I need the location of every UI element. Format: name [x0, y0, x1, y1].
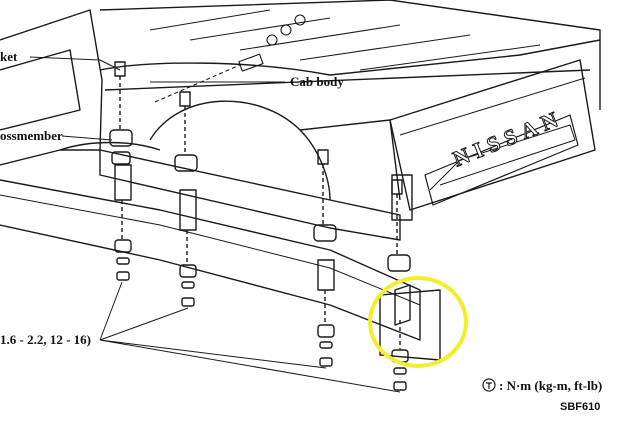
- bed-side-panel: [99, 0, 601, 110]
- label-cab-body: Cab body: [290, 74, 344, 89]
- mount-stack-3: [313, 149, 337, 367]
- tailgate: [389, 59, 596, 211]
- tail-light: [391, 174, 413, 221]
- label-torque-spec: 1.6 - 2.2, 12 - 16): [0, 332, 91, 347]
- emblem-band: [424, 114, 579, 206]
- highlight-circle: [368, 276, 468, 368]
- bed-floor: [149, 9, 541, 71]
- cab-outline: [0, 9, 103, 166]
- label-figure-code: SBF610: [560, 401, 601, 413]
- mount-stack-2: [174, 91, 198, 307]
- wheel-arch: [149, 100, 331, 201]
- frame-rail: [0, 179, 421, 341]
- crossmember: [99, 149, 401, 241]
- exploded-fasteners: [154, 14, 306, 103]
- label-bracket: ket: [0, 49, 18, 64]
- mount-stack-4: [387, 179, 411, 391]
- torque-symbol-icon: [482, 378, 496, 392]
- leader-bracket: [29, 56, 121, 71]
- leader-crossmember: [61, 135, 113, 141]
- label-crossmember: ossmember: [0, 128, 63, 143]
- leader-torque: [99, 281, 401, 393]
- mount-stack-1: [109, 61, 133, 281]
- label-torque-legend: : N·m (kg-m, ft-lb): [499, 378, 603, 393]
